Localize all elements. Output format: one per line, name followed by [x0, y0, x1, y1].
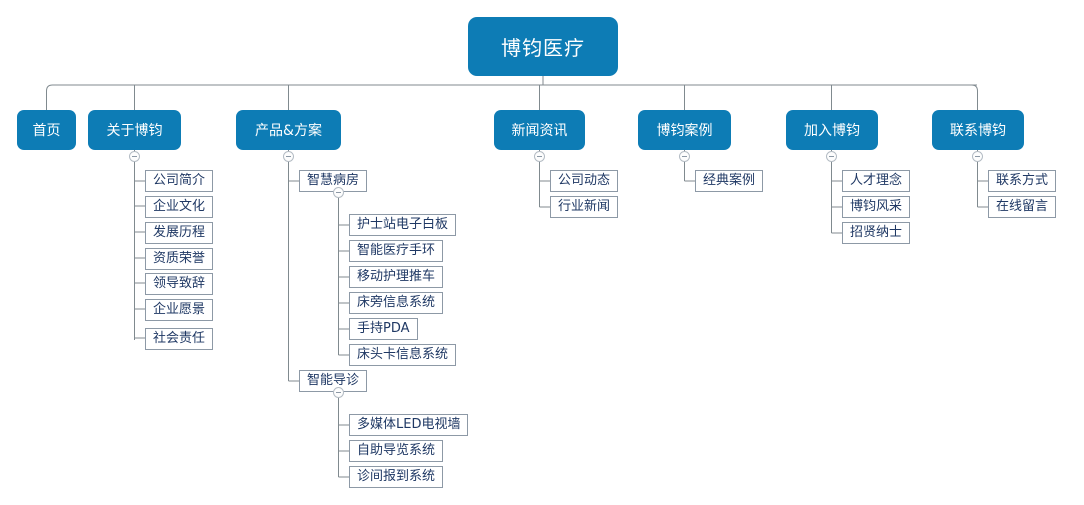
- node-label: 自助导览系统: [357, 443, 436, 458]
- node-join-label: 加入博钧: [804, 123, 860, 139]
- node-contact[interactable]: 联系博钧: [932, 110, 1024, 150]
- node-smart-ward-child[interactable]: 移动护理推车: [349, 266, 444, 288]
- node-label: 移动护理推车: [357, 269, 436, 284]
- node-label: 智能医疗手环: [357, 243, 436, 258]
- node-label: 社会责任: [153, 331, 206, 346]
- node-label: 人才理念: [850, 173, 903, 188]
- node-about-child[interactable]: 领导致辞: [145, 273, 214, 295]
- node-products[interactable]: 产品&方案: [236, 110, 341, 150]
- node-about-label: 关于博钧: [106, 123, 163, 139]
- node-join-child[interactable]: 招贤纳士: [842, 222, 911, 244]
- node-label: 发展历程: [153, 225, 206, 240]
- node-smart-ward[interactable]: 智慧病房: [299, 170, 368, 192]
- node-about-child[interactable]: 公司简介: [145, 170, 214, 192]
- node-contact-child[interactable]: 联系方式: [988, 170, 1057, 192]
- node-label: 床旁信息系统: [357, 295, 436, 310]
- node-smart-ward-child[interactable]: 床头卡信息系统: [349, 344, 457, 366]
- node-smart-ward-child[interactable]: 手持PDA: [349, 318, 418, 340]
- node-cases-child[interactable]: 经典案例: [695, 170, 764, 192]
- node-about-child[interactable]: 企业文化: [145, 196, 214, 218]
- node-contact-label: 联系博钧: [950, 123, 1006, 139]
- node-cases[interactable]: 博钧案例: [638, 110, 731, 150]
- collapse-handle-contact[interactable]: [972, 151, 983, 162]
- collapse-handle-join[interactable]: [826, 151, 837, 162]
- node-label: 经典案例: [703, 173, 756, 188]
- node-home-label: 首页: [32, 123, 61, 139]
- node-news-label: 新闻资讯: [511, 123, 568, 139]
- node-about-child[interactable]: 发展历程: [145, 222, 214, 244]
- node-products-label: 产品&方案: [255, 123, 322, 139]
- node-label: 招贤纳士: [850, 225, 903, 240]
- node-about-child[interactable]: 企业愿景: [145, 299, 214, 321]
- node-label: 公司简介: [153, 173, 206, 188]
- node-contact-child[interactable]: 在线留言: [988, 196, 1057, 218]
- node-label: 多媒体LED电视墙: [357, 417, 461, 432]
- node-about[interactable]: 关于博钧: [88, 110, 181, 150]
- node-label: 博钧风采: [850, 199, 903, 214]
- node-label: 在线留言: [996, 199, 1049, 214]
- node-label: 联系方式: [996, 173, 1049, 188]
- root-node-label: 博钧医疗: [501, 36, 585, 60]
- node-join[interactable]: 加入博钧: [786, 110, 878, 150]
- node-label: 智能导诊: [307, 373, 360, 388]
- node-label: 床头卡信息系统: [357, 347, 449, 362]
- node-label: 公司动态: [558, 173, 611, 188]
- root-node[interactable]: 博钧医疗: [468, 17, 618, 76]
- node-smart-guide-child[interactable]: 诊间报到系统: [349, 466, 444, 488]
- node-smart-ward-child[interactable]: 智能医疗手环: [349, 240, 444, 262]
- node-smart-guide-child[interactable]: 自助导览系统: [349, 440, 444, 462]
- collapse-handle-news[interactable]: [534, 151, 545, 162]
- node-label: 手持PDA: [357, 321, 410, 336]
- collapse-handle-products[interactable]: [283, 151, 294, 162]
- node-smart-ward-child[interactable]: 床旁信息系统: [349, 292, 444, 314]
- node-news-child[interactable]: 公司动态: [550, 170, 619, 192]
- node-about-child[interactable]: 社会责任: [145, 328, 214, 350]
- node-smart-guide-child[interactable]: 多媒体LED电视墙: [349, 414, 469, 436]
- collapse-handle-about[interactable]: [129, 151, 140, 162]
- node-label: 护士站电子白板: [357, 217, 449, 232]
- node-home[interactable]: 首页: [17, 110, 76, 150]
- node-label: 诊间报到系统: [357, 469, 436, 484]
- node-label: 资质荣誉: [153, 251, 206, 266]
- node-news[interactable]: 新闻资讯: [494, 110, 585, 150]
- collapse-handle-smart-guide[interactable]: [333, 387, 344, 398]
- node-label: 企业愿景: [153, 302, 206, 317]
- node-about-child[interactable]: 资质荣誉: [145, 248, 214, 270]
- node-label: 企业文化: [153, 199, 206, 214]
- node-label: 智慧病房: [307, 173, 360, 188]
- node-join-child[interactable]: 博钧风采: [842, 196, 911, 218]
- node-label: 行业新闻: [558, 199, 611, 214]
- collapse-handle-smart-ward[interactable]: [333, 187, 344, 198]
- node-smart-ward-child[interactable]: 护士站电子白板: [349, 214, 457, 236]
- collapse-handle-cases[interactable]: [679, 151, 690, 162]
- node-cases-label: 博钧案例: [656, 123, 713, 139]
- node-join-child[interactable]: 人才理念: [842, 170, 911, 192]
- node-news-child[interactable]: 行业新闻: [550, 196, 619, 218]
- node-label: 领导致辞: [153, 276, 206, 291]
